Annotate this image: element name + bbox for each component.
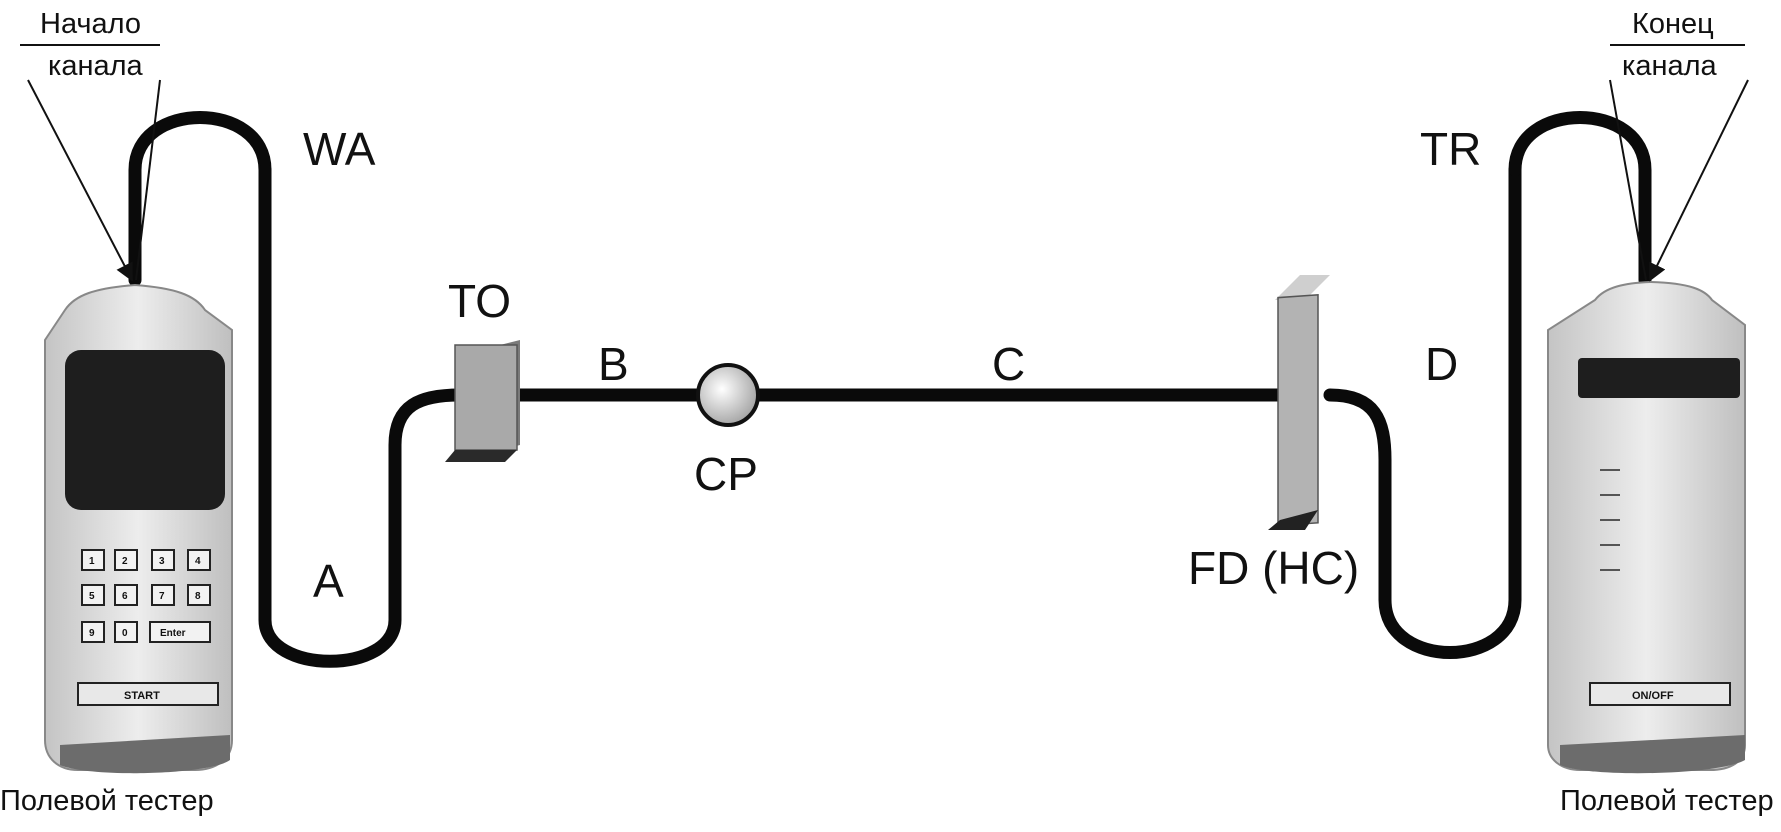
svg-text:8: 8	[195, 591, 201, 602]
svg-text:9: 9	[89, 628, 95, 639]
key-0[interactable]: 0	[114, 621, 138, 643]
left-tester-caption: Полевой тестер	[0, 785, 214, 817]
key-9[interactable]: 9	[81, 621, 105, 643]
key-enter[interactable]: Enter	[149, 621, 211, 643]
svg-text:3: 3	[159, 556, 165, 567]
cable-d	[1323, 163, 1522, 659]
svg-text:START: START	[124, 690, 160, 702]
end-of-channel-callout: Конец канала	[1609, 8, 1749, 282]
label-b: B	[598, 338, 629, 390]
right-tester-display	[1578, 358, 1740, 398]
key-2[interactable]: 2	[114, 549, 138, 571]
left-field-tester: 1 2 3 4 5 6 7	[44, 283, 233, 774]
key-7[interactable]: 7	[151, 584, 175, 606]
label-wa: WA	[303, 123, 376, 175]
cp-node	[696, 363, 760, 427]
cable-tr	[1508, 111, 1652, 287]
label-c: C	[992, 338, 1025, 390]
label-cp: CP	[694, 448, 758, 500]
svg-text:4: 4	[195, 556, 201, 567]
svg-text:7: 7	[159, 591, 165, 602]
label-tr: TR	[1420, 123, 1481, 175]
svg-text:2: 2	[122, 556, 128, 567]
label-fd: FD (HC)	[1188, 542, 1359, 594]
label-to: TO	[448, 275, 511, 327]
svg-text:5: 5	[89, 591, 95, 602]
right-tester-led-column	[1600, 469, 1620, 571]
right-field-tester: ON/OFF	[1547, 280, 1746, 774]
to-outlet	[445, 340, 520, 462]
key-6[interactable]: 6	[114, 584, 138, 606]
left-tester-screen	[65, 350, 225, 510]
key-8[interactable]: 8	[187, 584, 211, 606]
svg-text:Конец: Конец	[1632, 8, 1714, 40]
start-of-channel-callout: Начало канала	[20, 8, 161, 282]
key-4[interactable]: 4	[187, 549, 211, 571]
key-1[interactable]: 1	[81, 549, 105, 571]
svg-text:6: 6	[122, 591, 128, 602]
svg-text:ON/OFF: ON/OFF	[1632, 690, 1674, 702]
svg-text:канала: канала	[48, 50, 144, 82]
fd-panel	[1268, 275, 1330, 530]
svg-text:Начало: Начало	[40, 8, 141, 40]
svg-text:Enter: Enter	[160, 628, 186, 639]
start-button[interactable]: START	[77, 682, 219, 706]
svg-text:0: 0	[122, 628, 128, 639]
label-d: D	[1425, 338, 1458, 390]
right-tester-caption: Полевой тестер	[1560, 785, 1774, 817]
svg-text:канала: канала	[1622, 50, 1718, 82]
key-3[interactable]: 3	[151, 549, 175, 571]
on-off-button[interactable]: ON/OFF	[1589, 682, 1731, 706]
label-a: A	[313, 555, 344, 607]
left-tester-keypad: 1 2 3 4 5 6 7	[81, 549, 211, 643]
cable-wa	[128, 111, 272, 287]
cable-a	[258, 163, 467, 668]
key-5[interactable]: 5	[81, 584, 105, 606]
svg-text:1: 1	[89, 556, 95, 567]
